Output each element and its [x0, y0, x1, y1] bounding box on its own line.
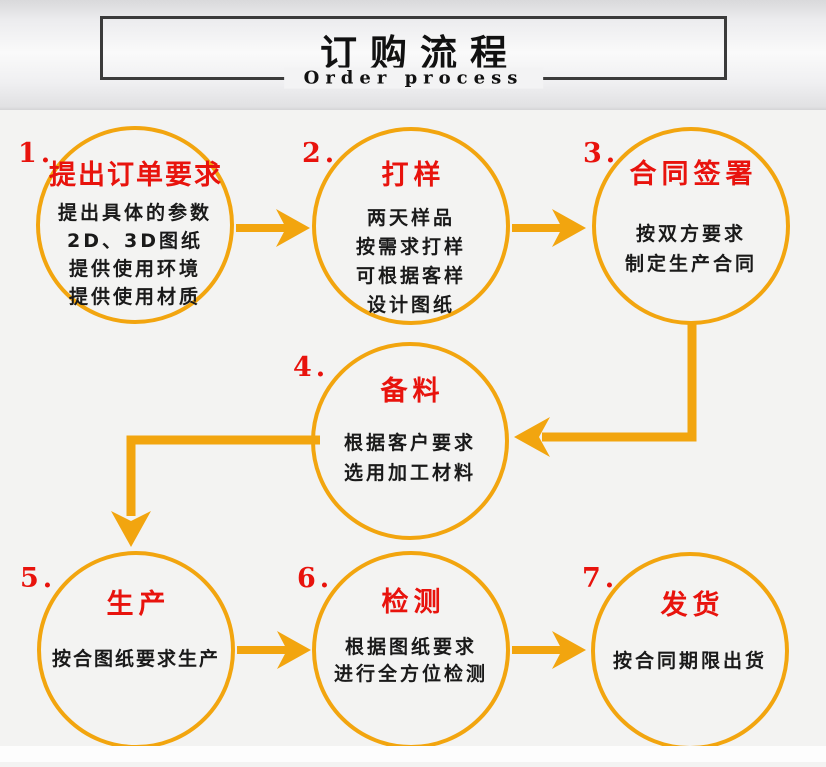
step-circle-shipment: 发货 按合同期限出货	[591, 552, 789, 750]
step-circle-order-request: 提出订单要求 提出具体的参数 2D、3D图纸 提供使用环境 提供使用材质	[36, 126, 234, 324]
step-detail-line: 选用加工材料	[343, 462, 476, 485]
arrow-right-icon	[512, 206, 586, 250]
step-number-6: 6.	[297, 563, 334, 594]
step-details: 提出具体的参数 2D、3D图纸 提供使用环境 提供使用材质	[58, 199, 212, 311]
arrow-right-icon	[236, 206, 310, 250]
step-detail-line: 可根据客样	[355, 265, 466, 288]
arrow-elbow-left-down-icon	[105, 428, 320, 550]
arrow-right-icon	[512, 628, 586, 672]
step-detail-line: 两天样品	[366, 207, 455, 230]
step-circle-inspection: 检测 根据图纸要求 进行全方位检测	[312, 551, 510, 749]
step-detail-line: 按需求打样	[355, 236, 466, 259]
step-circle-material-preparation: 备料 根据客户要求 选用加工材料	[311, 342, 509, 540]
step-details: 按合同期限出货	[613, 646, 767, 673]
step-details: 按双方要求 制定生产合同	[625, 219, 757, 279]
step-title: 发货	[660, 590, 725, 621]
step-detail-line: 2D、3D图纸	[67, 230, 203, 253]
step-circle-contract-signing: 合同签署 按双方要求 制定生产合同	[592, 127, 790, 325]
step-detail-line: 制定生产合同	[624, 253, 757, 276]
page-subtitle: Order process	[283, 67, 544, 89]
step-number-1: 1.	[18, 138, 55, 169]
step-number-7: 7.	[582, 563, 619, 594]
step-details: 按合图纸要求生产	[52, 645, 220, 673]
step-number-5: 5.	[20, 563, 57, 594]
step-title: 合同签署	[629, 159, 758, 190]
step-title: 打样	[381, 160, 446, 191]
step-circle-sampling: 打样 两天样品 按需求打样 可根据客样 设计图纸	[312, 127, 510, 325]
arrow-right-icon	[237, 628, 311, 672]
step-detail-line: 提供使用环境	[68, 258, 201, 281]
step-detail-line: 根据客户要求	[343, 432, 476, 455]
step-title: 生产	[106, 589, 171, 620]
step-detail-line: 按合同期限出货	[612, 650, 767, 673]
step-detail-line: 提出具体的参数	[57, 202, 212, 225]
step-detail-line: 按合图纸要求生产	[51, 648, 220, 671]
step-detail-line: 设计图纸	[366, 294, 455, 317]
arrow-elbow-down-left-icon	[500, 322, 710, 462]
step-number-4: 4.	[293, 352, 330, 383]
step-details: 根据客户要求 选用加工材料	[344, 428, 476, 488]
step-number-3: 3.	[583, 138, 620, 169]
step-detail-line: 提供使用材质	[68, 286, 201, 309]
step-title: 检测	[381, 587, 446, 618]
step-detail-line: 根据图纸要求	[344, 636, 477, 659]
step-title: 提出订单要求	[49, 160, 223, 191]
step-detail-line: 按双方要求	[635, 223, 746, 246]
step-details: 根据图纸要求 进行全方位检测	[334, 634, 488, 688]
step-number-2: 2.	[302, 138, 339, 169]
step-details: 两天样品 按需求打样 可根据客样 设计图纸	[356, 204, 466, 320]
step-title: 备料	[380, 376, 445, 407]
title-box: 订购流程 Order process	[100, 16, 727, 89]
bottom-strip	[0, 746, 826, 762]
step-detail-line: 进行全方位检测	[333, 663, 488, 686]
step-circle-production: 生产 按合图纸要求生产	[37, 551, 235, 749]
